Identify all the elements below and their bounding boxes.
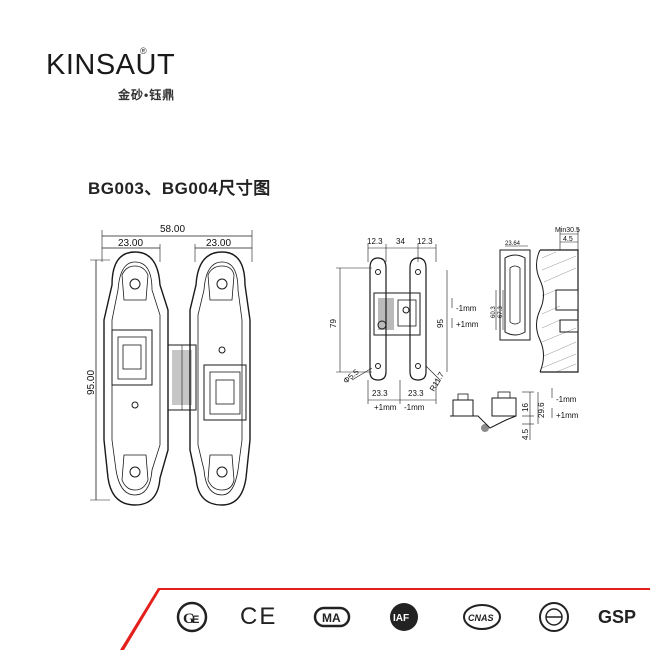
footer-band (120, 588, 650, 650)
detail-view (336, 244, 453, 404)
iaf-mark-icon: IAF (384, 600, 424, 634)
brand-name: KINSAUT (46, 49, 176, 81)
side-top-width: 23.64 (505, 241, 521, 247)
dim-bottom-right: 23.3 (408, 389, 424, 398)
section-offset: 4.5 (563, 236, 573, 243)
dim-hole: Φ5.5 (342, 367, 362, 385)
dim-bottom-left: 23.3 (372, 389, 388, 398)
adj-up: -1mm (456, 304, 477, 313)
dim-height-right: 95 (436, 319, 445, 328)
svg-text:CNAS: CNAS (468, 613, 494, 623)
svg-text:E: E (192, 614, 199, 626)
section-view (536, 228, 579, 373)
cma-mark-icon: MA (312, 600, 352, 634)
ilac-mark-icon (534, 600, 574, 634)
side-h2: 67.3 (498, 306, 504, 318)
dim-top-right: 12.3 (417, 237, 433, 246)
svg-text:MA: MA (322, 611, 341, 625)
section-hatching (541, 251, 577, 373)
bottom-view (450, 388, 553, 440)
bottom-h45: 4.5 (521, 428, 530, 440)
dim-right-half: 23.00 (206, 238, 231, 249)
side-h1: 60.3 (491, 306, 497, 318)
bottom-adj-up: -1mm (556, 395, 577, 404)
bottom-adj-down: +1mm (556, 411, 579, 420)
registered-mark: ® (140, 46, 147, 56)
svg-text:IAF: IAF (393, 613, 409, 624)
dim-height-left: 79 (329, 319, 338, 328)
section-min-label: Min30.5 (555, 227, 580, 234)
side-view (495, 245, 531, 341)
page-title: BG003、BG004尺寸图 (88, 179, 271, 198)
brand-logo: KINSAUT ® 金砂•钰鼎 (46, 46, 196, 108)
brand-subtitle: 金砂•钰鼎 (118, 88, 176, 102)
cnas-mark-icon: CNAS (462, 600, 502, 634)
adj-down: +1mm (456, 320, 479, 329)
dim-top-left: 12.3 (367, 237, 383, 246)
dim-left-half: 23.00 (118, 238, 143, 249)
gsp-mark-icon: GSP (598, 607, 637, 627)
svg-text:G: G (183, 611, 195, 627)
dim-height: 95.00 (86, 370, 97, 395)
dim-radius: R11.7 (428, 370, 446, 393)
adj-left: +1mm (374, 403, 397, 412)
dim-top-mid: 34 (396, 237, 405, 246)
ce-mark-icon: CE (240, 603, 278, 630)
adj-right: -1mm (404, 403, 425, 412)
bottom-h296: 29.6 (537, 402, 546, 418)
front-view (90, 230, 253, 506)
dim-overall-width: 58.00 (160, 224, 185, 235)
bottom-h16: 16 (521, 403, 530, 412)
